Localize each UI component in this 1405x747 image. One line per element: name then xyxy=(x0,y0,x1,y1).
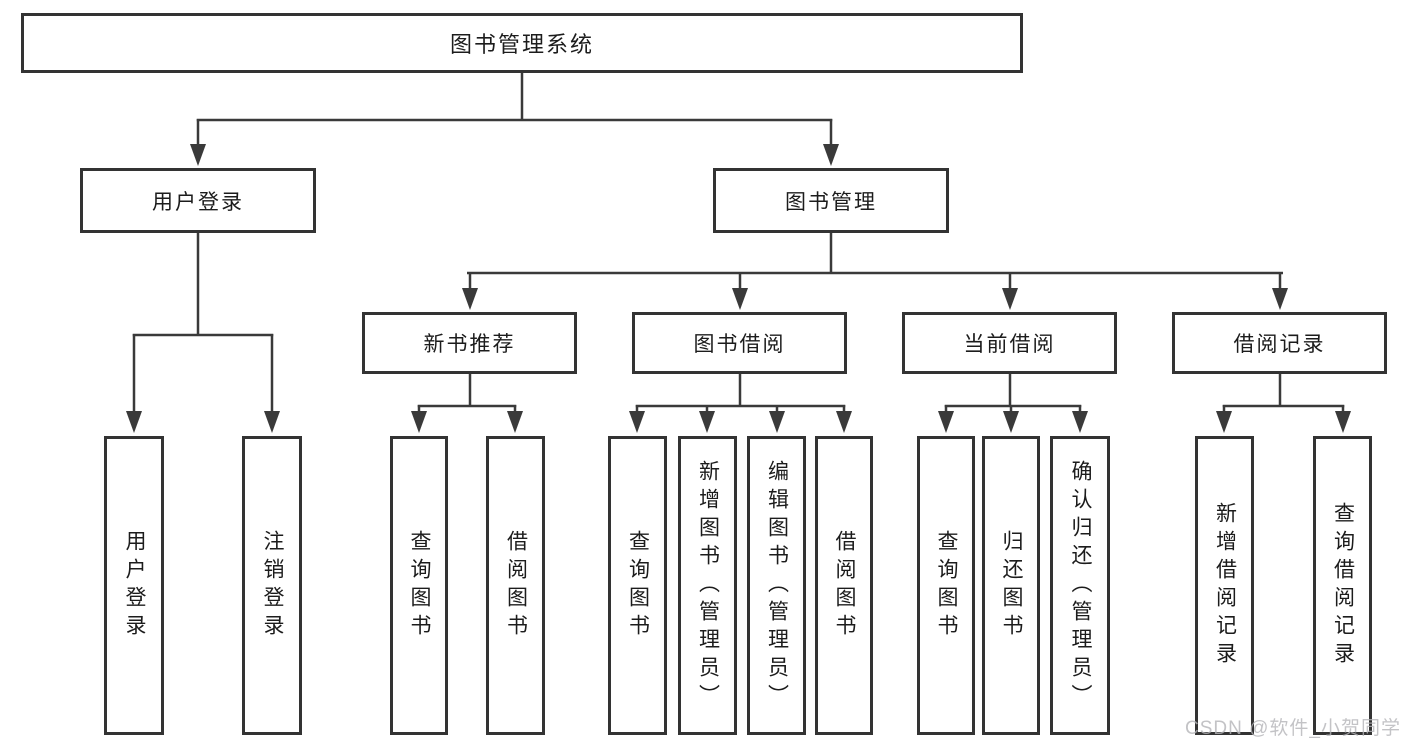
node-user-login: 用户登录 xyxy=(80,168,316,233)
book-borrow-leaf-connectors xyxy=(629,373,852,433)
leaf-confirm-return-admin: 确认归还（管理员） xyxy=(1050,436,1110,735)
node-label: 新书推荐 xyxy=(423,333,516,356)
leaf-label: 查询图书 xyxy=(408,529,431,642)
leaf-label: 确认归还（管理员） xyxy=(1069,459,1092,712)
node-label: 图书管理系统 xyxy=(449,32,594,57)
leaf-label: 查询图书 xyxy=(935,529,958,642)
leaf-query-books-2: 查询图书 xyxy=(608,436,667,735)
root-to-level2-connectors xyxy=(190,72,839,166)
csdn-watermark: CSDN @软件_小贺同学 xyxy=(1185,718,1401,739)
leaf-add-borrow-record: 新增借阅记录 xyxy=(1195,436,1254,735)
leaf-label: 用户登录 xyxy=(123,529,146,642)
leaf-label: 新增图书（管理员） xyxy=(696,459,720,712)
node-book-management: 图书管理 xyxy=(713,168,949,233)
leaf-label: 查询借阅记录 xyxy=(1331,501,1355,670)
leaf-logout: 注销登录 xyxy=(242,436,302,735)
leaf-label: 归还图书 xyxy=(1000,529,1023,642)
node-borrow-records: 借阅记录 xyxy=(1172,312,1387,374)
leaf-label: 查询图书 xyxy=(626,529,650,642)
leaf-label: 注销登录 xyxy=(261,529,284,642)
node-label: 用户登录 xyxy=(152,190,244,214)
node-current-borrow: 当前借阅 xyxy=(902,312,1117,374)
leaf-query-borrow-record: 查询借阅记录 xyxy=(1313,436,1372,735)
node-book-borrow: 图书借阅 xyxy=(632,312,847,374)
node-label: 借阅记录 xyxy=(1233,333,1326,356)
leaf-return-books: 归还图书 xyxy=(982,436,1040,735)
node-label: 图书借阅 xyxy=(693,333,786,356)
user-login-to-leaves-connectors xyxy=(126,232,280,433)
node-label: 当前借阅 xyxy=(963,333,1056,356)
book-management-to-level3-connectors xyxy=(462,232,1288,310)
new-book-recommend-leaf-connectors xyxy=(411,373,523,433)
leaf-borrow-books-1: 借阅图书 xyxy=(486,436,545,735)
node-new-book-recommend: 新书推荐 xyxy=(362,312,577,374)
leaf-label: 新增借阅记录 xyxy=(1213,501,1237,670)
borrow-records-leaf-connectors xyxy=(1216,373,1351,433)
leaf-add-books-admin: 新增图书（管理员） xyxy=(678,436,737,735)
leaf-edit-books-admin: 编辑图书（管理员） xyxy=(747,436,806,735)
current-borrow-leaf-connectors xyxy=(938,373,1088,433)
leaf-query-books-3: 查询图书 xyxy=(917,436,975,735)
node-library-management-system: 图书管理系统 xyxy=(21,13,1023,73)
leaf-label: 借阅图书 xyxy=(833,529,856,642)
leaf-borrow-books-2: 借阅图书 xyxy=(815,436,873,735)
leaf-user-login: 用户登录 xyxy=(104,436,164,735)
leaf-query-books-1: 查询图书 xyxy=(390,436,448,735)
leaf-label: 借阅图书 xyxy=(504,529,528,642)
node-label: 图书管理 xyxy=(785,190,877,214)
leaf-label: 编辑图书（管理员） xyxy=(765,459,789,712)
